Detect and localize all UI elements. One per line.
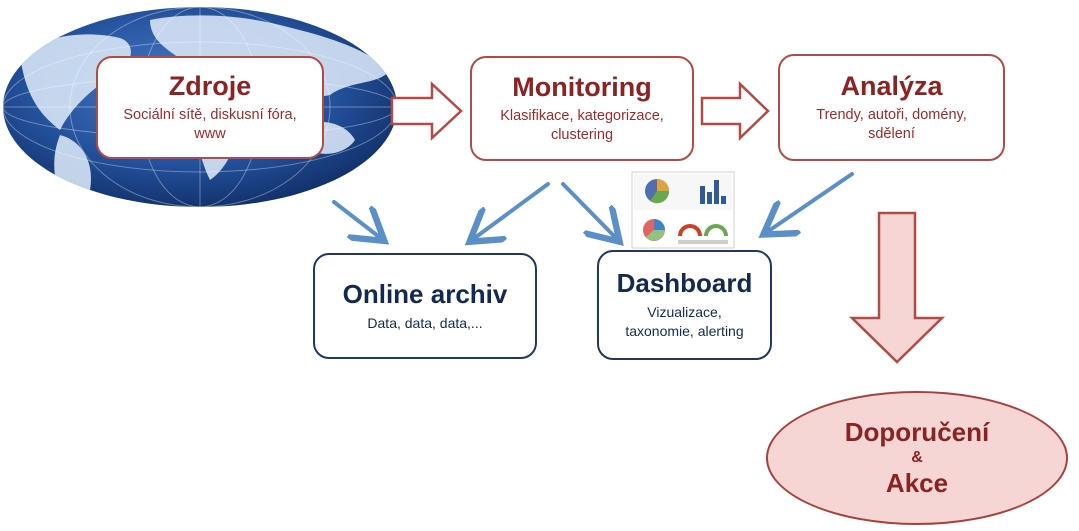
node-dashboard-subtitle-line2: taxonomie, alerting bbox=[625, 322, 744, 339]
node-analyza-subtitle-line1: Trendy, autoři, domény, bbox=[816, 107, 967, 124]
arrow-monitoring-to-dashboard bbox=[561, 182, 614, 236]
node-zdroje-subtitle-line1: Sociální sítě, diskusní fóra, bbox=[123, 107, 297, 124]
node-analyza-title: Analýza bbox=[840, 71, 943, 102]
node-zdroje: Zdroje Sociální sítě, diskusní fóra, www bbox=[96, 56, 324, 159]
node-archiv-subtitle: Data, data, data,... bbox=[367, 314, 483, 331]
node-doporuceni-akce: Doporučení & Akce bbox=[766, 391, 1068, 525]
node-zdroje-title: Zdroje bbox=[168, 71, 252, 102]
node-doporuceni-ampersand: & bbox=[911, 448, 923, 466]
node-online-archiv: Online archiv Data, data, data,... bbox=[313, 253, 537, 359]
node-dashboard-title: Dashboard bbox=[616, 268, 753, 299]
node-monitoring: Monitoring Klasifikace, kategorizace, cl… bbox=[470, 56, 694, 161]
node-akce-title: Akce bbox=[885, 468, 949, 499]
node-zdroje-subtitle: Sociální sítě, diskusní fóra, www bbox=[123, 106, 296, 144]
node-doporuceni-title: Doporučení bbox=[844, 417, 990, 448]
node-analyza-subtitle: Trendy, autoři, domény, sdělení bbox=[816, 106, 966, 144]
arrow-analyza-to-doporuceni bbox=[848, 211, 946, 364]
arrow-monitoring-to-archiv bbox=[476, 182, 550, 237]
node-monitoring-subtitle-line2: clustering bbox=[550, 127, 614, 144]
node-monitoring-subtitle-line1: Klasifikace, kategorizace, bbox=[500, 108, 664, 125]
node-dashboard-subtitle-line1: Vizualizace, bbox=[647, 304, 722, 321]
node-analyza: Analýza Trendy, autoři, domény, sdělení bbox=[778, 54, 1005, 161]
arrow-zdroje-to-monitoring bbox=[390, 81, 463, 141]
arrow-globe-to-archiv bbox=[332, 200, 378, 236]
arrow-monitoring-to-analyza bbox=[700, 81, 770, 141]
node-analyza-subtitle-line2: sdělení bbox=[868, 126, 915, 143]
arrow-analyza-to-dashboard bbox=[770, 172, 854, 230]
node-dashboard-subtitle: Vizualizace, taxonomie, alerting bbox=[625, 303, 743, 341]
node-dashboard: Dashboard Vizualizace, taxonomie, alerti… bbox=[597, 250, 772, 360]
node-zdroje-subtitle-line2: www bbox=[194, 126, 226, 143]
dashboard-thumbnail-icon bbox=[631, 171, 735, 249]
node-monitoring-subtitle: Klasifikace, kategorizace, clustering bbox=[500, 107, 664, 145]
node-monitoring-title: Monitoring bbox=[512, 72, 652, 103]
node-archiv-title: Online archiv bbox=[342, 278, 508, 309]
